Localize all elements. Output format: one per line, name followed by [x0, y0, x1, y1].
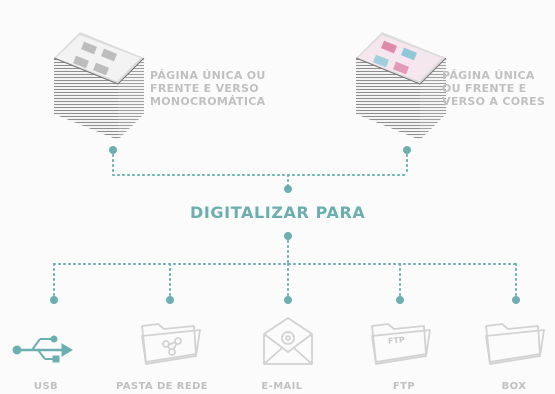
dest-label-network-folder: PASTA DE REDE — [115, 381, 209, 392]
scan-to-title: DIGITALIZAR PARA — [190, 203, 366, 222]
ftp-badge: FTP — [387, 335, 406, 346]
email-icon — [256, 314, 320, 374]
dest-label-usb: USB — [33, 381, 59, 392]
dest-label-ftp: FTP — [392, 381, 416, 392]
dest-label-email: E-MAIL — [261, 381, 303, 392]
mono-document-stack-icon — [40, 18, 150, 144]
dest-label-box: BOX — [501, 381, 527, 392]
color-source-label: PÁGINA ÚNICA OU FRENTE E VERSO A CORES — [442, 69, 546, 108]
color-document-stack-icon — [342, 18, 452, 144]
connector-dots — [50, 146, 520, 304]
ftp-folder-icon: FTP — [366, 314, 436, 374]
usb-icon — [10, 326, 78, 366]
mono-source-label: PÁGINA ÚNICA OU FRENTE E VERSO MONOCROMÁ… — [150, 69, 266, 108]
box-folder-icon — [480, 314, 550, 374]
network-folder-icon — [136, 314, 206, 374]
